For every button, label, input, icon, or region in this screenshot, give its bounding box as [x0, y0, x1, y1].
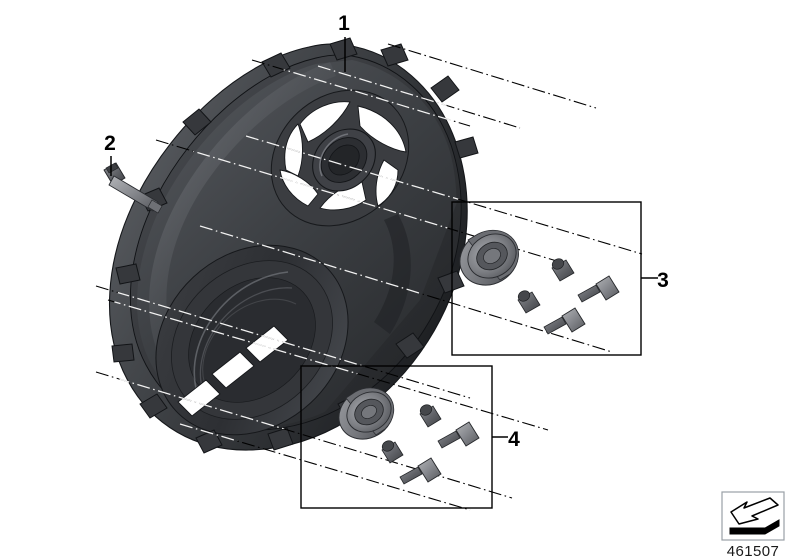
ball-bearing-3[interactable]: [450, 220, 528, 295]
callout-label-1: 1: [338, 12, 350, 35]
direction-arrow-icon: [729, 497, 780, 535]
collar-bushing-3-upper[interactable]: [550, 257, 575, 282]
flanged-bolt-4-lower[interactable]: [399, 457, 442, 485]
cap-screw-part-2[interactable]: [103, 162, 163, 214]
flanged-bolt-3-upper[interactable]: [577, 275, 620, 303]
callout-label-4: 4: [508, 428, 520, 451]
callout-label-3: 3: [657, 269, 669, 292]
collar-bushing-3-lower[interactable]: [516, 289, 541, 314]
orientation-arrow-block: [721, 491, 785, 541]
group-box-4[interactable]: [300, 365, 508, 509]
group-box-3[interactable]: [450, 201, 658, 356]
collar-bushing-4-upper[interactable]: [418, 403, 442, 428]
collar-bushing-4-lower[interactable]: [380, 439, 404, 464]
cvt-cover-assembly[interactable]: [109, 37, 479, 474]
callout-label-2: 2: [104, 132, 116, 155]
flanged-bolt-4-upper[interactable]: [437, 421, 480, 449]
drawing-number: 461507: [727, 543, 779, 560]
cover-face-surface: [137, 60, 457, 436]
flanged-bolt-3-lower[interactable]: [543, 307, 586, 335]
ball-bearing-4[interactable]: [330, 379, 402, 449]
callout-leader-lines: [110, 37, 346, 176]
